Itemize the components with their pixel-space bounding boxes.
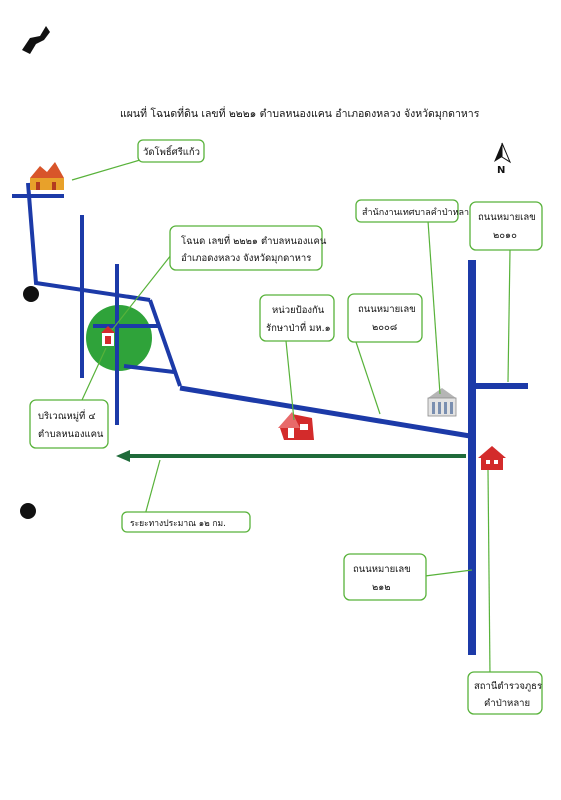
forest-unit-label-line2: รักษาป่าที่ มห.๑ — [266, 321, 331, 334]
callout-road2010: ถนนหมายเลข ๒๐๑๐ — [469, 201, 543, 251]
callout-road212: ถนนหมายเลข ๒๑๒ — [343, 553, 427, 601]
village-label-line1: บริเวณหมู่ที่ ๔ — [38, 409, 96, 422]
leader-road212 — [424, 569, 473, 577]
map-title: แผนที่ โฉนดที่ดิน เลขที่ ๒๒๒๑ ตำบลหนองแค… — [120, 106, 480, 120]
road-2008 — [179, 385, 471, 439]
callout-deed: โฉนด เลขที่ ๒๒๒๑ ตำบลหนองแคน อำเภอดงหลวง… — [169, 225, 327, 271]
distance-arrow — [116, 450, 466, 462]
temple-label: วัดโพธิ์ศรีแก้ว — [143, 144, 200, 158]
leader-road2008 — [351, 329, 381, 415]
binder-hole — [20, 503, 36, 519]
land-marker-icon — [101, 326, 115, 346]
road2010-label-line2: ๒๐๑๐ — [493, 230, 517, 241]
distance-label: ระยะทางประมาณ ๑๒ กม. — [130, 519, 226, 529]
callout-road2008: ถนนหมายเลข ๒๐๐๘ — [347, 293, 423, 343]
road2010-label-line1: ถนนหมายเลข — [478, 212, 536, 223]
deed-label-line2: อำเภอดงหลวง จังหวัดมุกดาหาร — [181, 253, 311, 264]
road-west-north — [26, 182, 151, 302]
deed-label-line1: โฉนด เลขที่ ๒๒๒๑ ตำบลหนองแคน — [181, 234, 327, 247]
binder-hole — [23, 286, 39, 302]
police-station-icon — [478, 446, 506, 470]
municipal-office-label: สำนักงานเทศบาลคำป่าหลาย — [362, 207, 474, 218]
road212-label-line1: ถนนหมายเลข — [353, 564, 411, 575]
police-label-line1: สถานีตำรวจภูธร — [474, 680, 542, 692]
callout-municipal: สำนักงานเทศบาลคำป่าหลาย — [355, 199, 474, 223]
leader-village — [81, 347, 107, 401]
corner-scribble-mark — [22, 26, 50, 54]
police-label-line2: คำป่าหลาย — [484, 698, 530, 709]
callout-forest-unit: หน่วยป้องกัน รักษาป่าที่ มห.๑ — [259, 294, 335, 342]
leader-temple — [71, 159, 141, 181]
road-diagonal — [148, 299, 182, 387]
leader-deed — [111, 249, 176, 331]
callout-temple: วัดโพธิ์ศรีแก้ว — [137, 139, 205, 163]
road-plot-south — [123, 364, 175, 374]
callout-village: บริเวณหมู่ที่ ๔ ตำบลหนองแคน — [29, 399, 109, 449]
municipal-office-icon — [427, 388, 457, 417]
village-label-line2: ตำบลหนองแคน — [38, 429, 104, 440]
callout-distance: ระยะทางประมาณ ๑๒ กม. — [121, 511, 251, 533]
road212-label-line2: ๒๑๒ — [372, 582, 391, 593]
leader-municipal — [427, 220, 441, 395]
road2008-label-line1: ถนนหมายเลข — [358, 304, 416, 315]
leader-distance — [144, 459, 161, 516]
leader-road2010 — [507, 249, 511, 383]
temple-icon — [30, 162, 64, 190]
leader-police — [487, 469, 491, 677]
north-arrow-icon: N — [494, 142, 512, 176]
north-label: N — [497, 165, 505, 176]
leader-forest-unit — [285, 340, 295, 421]
forest-unit-building-icon — [278, 412, 314, 440]
forest-unit-label-line1: หน่วยป้องกัน — [272, 305, 325, 316]
callout-police: สถานีตำรวจภูธร คำป่าหลาย — [467, 671, 543, 715]
road-network — [12, 182, 528, 655]
road2008-label-line2: ๒๐๐๘ — [372, 322, 397, 333]
